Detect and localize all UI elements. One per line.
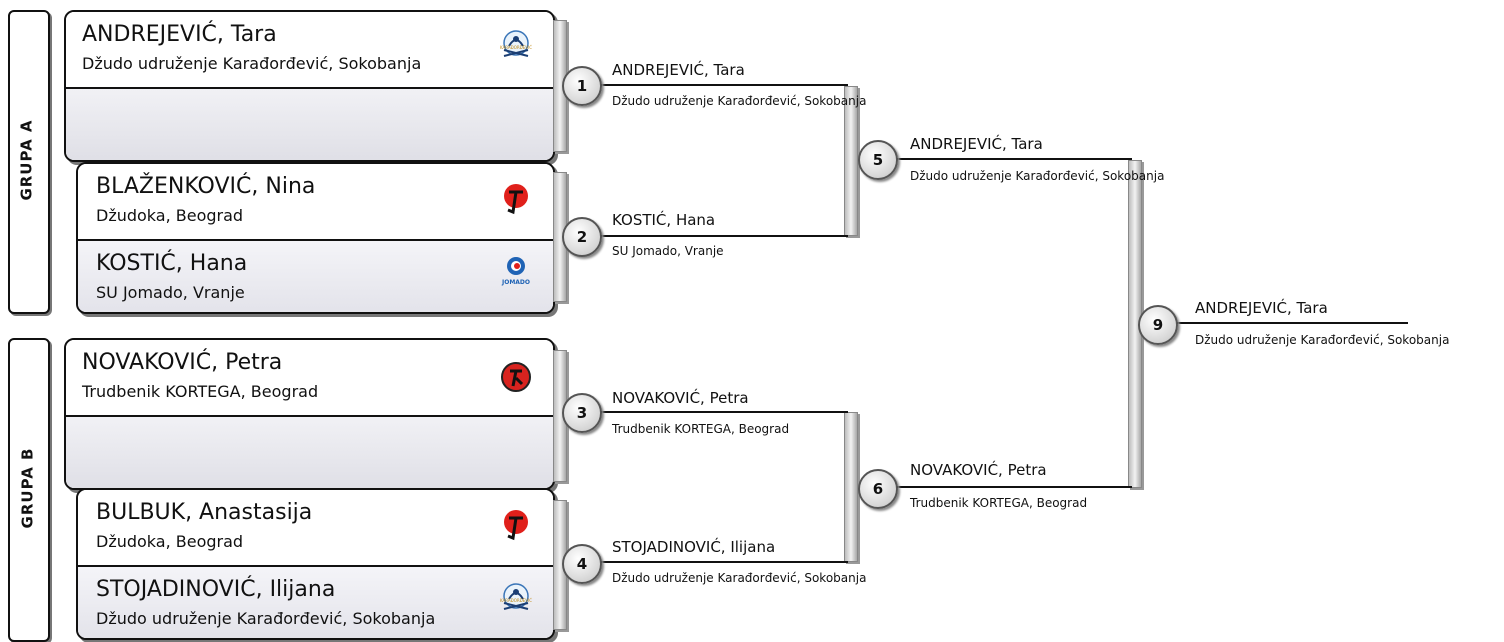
fight-number-badge: 1: [562, 66, 602, 106]
group-a-label: GRUPA A: [18, 119, 37, 201]
athlete-club: SU Jomado, Vranje: [96, 283, 245, 302]
svg-text:KARAĐORĐEVIĆ: KARAĐORĐEVIĆ: [500, 598, 532, 603]
result-line: [570, 411, 848, 413]
athlete-slot[interactable]: KOSTIĆ, Hana SU Jomado, Vranje JOMADO: [78, 239, 553, 312]
athlete-slot-empty[interactable]: [66, 87, 553, 160]
winner-club: Džudo udruženje Karađorđević, Sokobanja: [612, 94, 867, 108]
athlete-name: BLAŽENKOVIĆ, Nina: [96, 174, 316, 199]
karadjordjevic-logo-icon: KARAĐORĐEVIĆ: [499, 581, 533, 615]
match-pair-2: BLAŽENKOVIĆ, Nina Džudoka, Beograd KOSTI…: [76, 162, 555, 314]
winner-club: Džudo udruženje Karađorđević, Sokobanja: [612, 571, 867, 585]
winner-name[interactable]: ANDREJEVIĆ, Tara: [612, 61, 745, 79]
svg-text:KARAĐORĐEVIĆ: KARAĐORĐEVIĆ: [500, 45, 532, 50]
dzudoka-logo-icon: [499, 182, 533, 216]
winner-name[interactable]: NOVAKOVIĆ, Petra: [612, 389, 749, 407]
fight-number-badge: 5: [858, 140, 898, 180]
athlete-club: Džudo udruženje Karađorđević, Sokobanja: [82, 54, 422, 73]
winner-name[interactable]: KOSTIĆ, Hana: [612, 211, 716, 229]
athlete-slot-empty[interactable]: [66, 415, 553, 488]
winner-name[interactable]: NOVAKOVIĆ, Petra: [910, 461, 1047, 479]
fight-number-badge: 2: [562, 217, 602, 257]
winner-club: Džudo udruženje Karađorđević, Sokobanja: [1195, 333, 1450, 347]
athlete-slot[interactable]: STOJADINOVIĆ, Ilijana Džudo udruženje Ka…: [78, 565, 553, 638]
fight-number-badge: 6: [858, 469, 898, 509]
match-pair-1: ANDREJEVIĆ, Tara Džudo udruženje Karađor…: [64, 10, 555, 162]
winner-club: Trudbenik KORTEGA, Beograd: [612, 422, 790, 436]
winner-name[interactable]: STOJADINOVIĆ, Ilijana: [612, 538, 776, 556]
bracket-bar: [844, 86, 858, 236]
result-line: [570, 84, 848, 86]
match-pair-3: NOVAKOVIĆ, Petra Trudbenik KORTEGA, Beog…: [64, 338, 555, 490]
athlete-club: Trudbenik KORTEGA, Beograd: [82, 382, 319, 401]
result-line: [860, 158, 1132, 160]
trudbenik-logo-icon: [499, 360, 533, 394]
group-a-tab: [8, 10, 50, 314]
result-line: [570, 235, 848, 237]
athlete-name: KOSTIĆ, Hana: [96, 251, 248, 276]
athlete-name: ANDREJEVIĆ, Tara: [82, 22, 277, 47]
group-b-label: GRUPA B: [18, 447, 36, 529]
bracket-bar: [844, 412, 858, 562]
athlete-slot[interactable]: BLAŽENKOVIĆ, Nina Džudoka, Beograd: [78, 164, 553, 237]
match-pair-4: BULBUK, Anastasija Džudoka, Beograd STOJ…: [76, 488, 555, 640]
fight-number-badge: 4: [562, 544, 602, 584]
athlete-name: NOVAKOVIĆ, Petra: [82, 350, 283, 375]
result-line: [1144, 322, 1408, 324]
winner-club: SU Jomado, Vranje: [612, 244, 724, 258]
fight-number-badge: 3: [562, 393, 602, 433]
karadjordjevic-logo-icon: KARAĐORĐEVIĆ: [499, 28, 533, 62]
result-line: [570, 561, 848, 563]
athlete-name: BULBUK, Anastasija: [96, 500, 313, 525]
athlete-club: Džudoka, Beograd: [96, 532, 244, 551]
athlete-slot[interactable]: BULBUK, Anastasija Džudoka, Beograd: [78, 490, 553, 563]
dzudoka-logo-icon: [499, 508, 533, 542]
athlete-slot[interactable]: ANDREJEVIĆ, Tara Džudo udruženje Karađor…: [66, 12, 553, 85]
jomado-logo-icon: JOMADO: [499, 253, 533, 287]
athlete-name: STOJADINOVIĆ, Ilijana: [96, 577, 336, 602]
winner-name[interactable]: ANDREJEVIĆ, Tara: [910, 135, 1043, 153]
result-line: [860, 486, 1132, 488]
winner-club: Džudo udruženje Karađorđević, Sokobanja: [910, 169, 1165, 183]
svg-text:JOMADO: JOMADO: [501, 279, 530, 286]
group-b-tab: [8, 338, 50, 642]
athlete-club: Džudoka, Beograd: [96, 206, 244, 225]
fight-number-badge: 9: [1138, 305, 1178, 345]
winner-club: Trudbenik KORTEGA, Beograd: [910, 496, 1088, 510]
athlete-club: Džudo udruženje Karađorđević, Sokobanja: [96, 609, 436, 628]
winner-name[interactable]: ANDREJEVIĆ, Tara: [1195, 299, 1328, 317]
athlete-slot[interactable]: NOVAKOVIĆ, Petra Trudbenik KORTEGA, Beog…: [66, 340, 553, 413]
